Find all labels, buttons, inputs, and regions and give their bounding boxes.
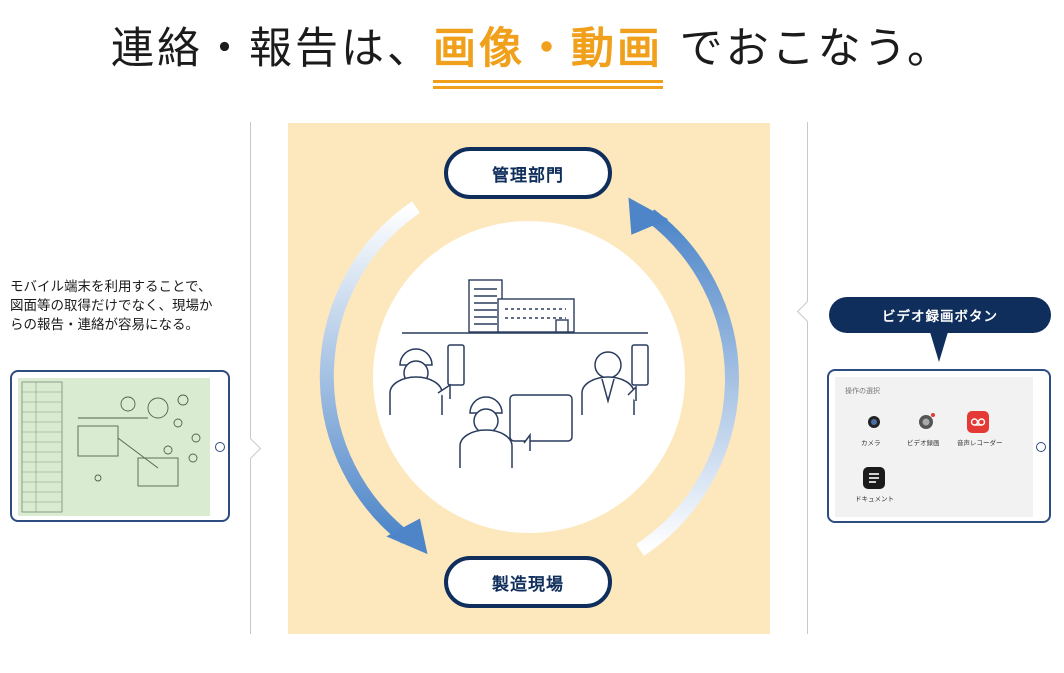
- headline-part2: でおこなう。: [679, 24, 954, 74]
- left-arrowhead: [386, 518, 428, 555]
- right-divider-notch: [796, 300, 819, 323]
- home-button-icon: [1036, 442, 1046, 452]
- camera-label[interactable]: カメラ: [861, 439, 881, 447]
- worker-center-icon: [459, 394, 573, 468]
- camera-icon[interactable]: [863, 411, 885, 433]
- headline-highlight: 画像・動画: [432, 14, 663, 83]
- voice-recorder-label[interactable]: 音声レコーダー: [957, 439, 1003, 447]
- headline-part1: 連絡・報告は、: [110, 24, 433, 74]
- home-button-icon: [215, 442, 225, 452]
- manager-icon: [581, 344, 649, 415]
- document-icon[interactable]: [863, 467, 885, 489]
- app-title: 操作の選択: [845, 387, 880, 395]
- right-tablet: 操作の選択 カメラ ビデオ録画 音声レコーダー ドキュメント: [827, 369, 1051, 523]
- video-record-label[interactable]: ビデオ録画: [907, 439, 940, 447]
- drawing-screen: [18, 378, 210, 516]
- production-site-label: 製造現場: [444, 556, 612, 608]
- cycle-graphic: [319, 197, 739, 556]
- management-dept-label: 管理部門: [444, 147, 612, 199]
- right-arc-arrow: [636, 209, 739, 556]
- left-tablet: [10, 370, 230, 522]
- center-circle: [373, 221, 685, 533]
- blueprint-image: [21, 381, 201, 513]
- worker-left-icon: [389, 344, 465, 415]
- right-arrowhead: [628, 197, 669, 235]
- document-label[interactable]: ドキュメント: [855, 495, 894, 503]
- cycle-panel: 管理部門 製造現場: [288, 123, 770, 634]
- building-icon: [468, 279, 575, 333]
- right-divider: [807, 122, 808, 634]
- video-record-icon[interactable]: [915, 411, 937, 433]
- description-text: モバイル端末を利用することで、図面等の取得だけでなく、現場からの報告・連絡が容易…: [10, 279, 213, 333]
- headline: 連絡・報告は、画像・動画 でおこなう。: [0, 14, 1064, 83]
- app-screen: 操作の選択 カメラ ビデオ録画 音声レコーダー ドキュメント: [835, 377, 1033, 517]
- left-divider-notch: [239, 437, 262, 460]
- video-record-callout: ビデオ録画ボタン: [829, 297, 1051, 333]
- callout-tail: [930, 332, 948, 362]
- voice-recorder-icon[interactable]: [967, 411, 989, 433]
- left-divider: [250, 122, 251, 634]
- left-arc-arrow: [319, 201, 420, 544]
